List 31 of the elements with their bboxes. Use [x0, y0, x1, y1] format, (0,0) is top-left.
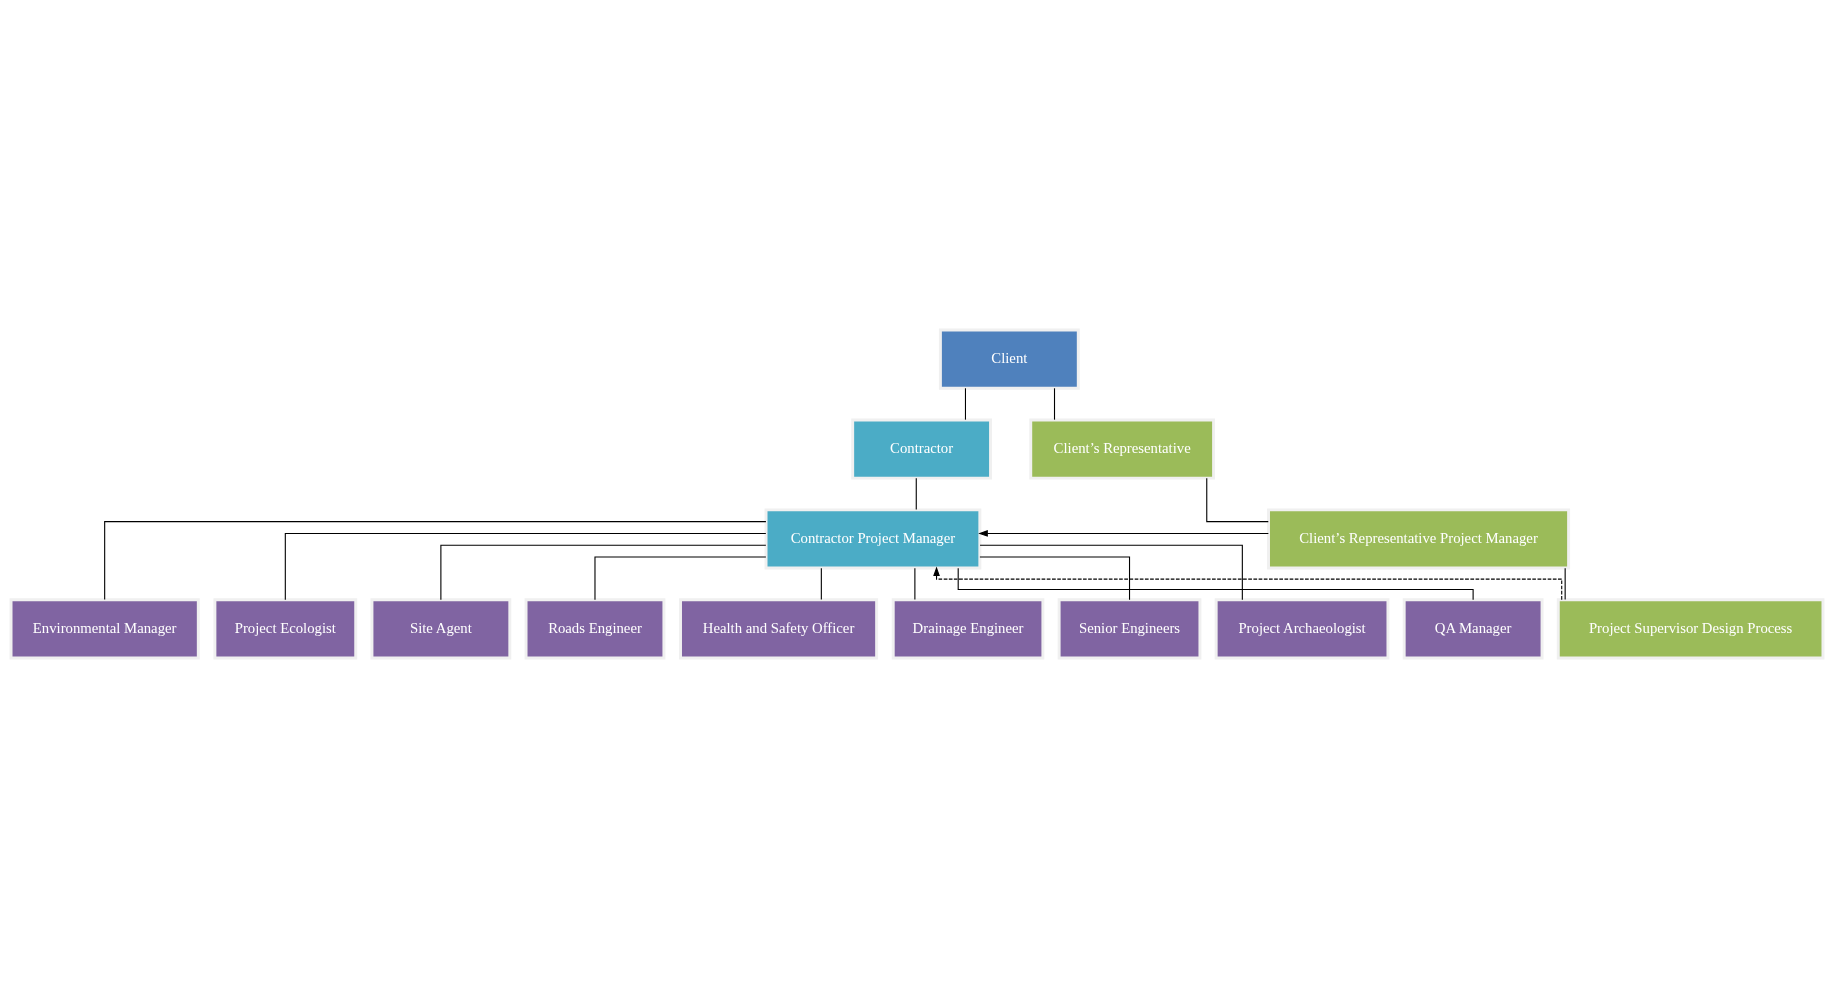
- node-box: Project Archaeologist: [1214, 597, 1390, 660]
- connector: [979, 556, 1131, 600]
- connector: [1053, 387, 1056, 420]
- node-box: Client’s Representative Project Manager: [1267, 507, 1571, 570]
- connector: [284, 532, 767, 600]
- connector: [1564, 567, 1566, 600]
- node-box: Roads Engineer: [524, 597, 666, 660]
- connector: [594, 556, 767, 600]
- connector: [104, 520, 767, 600]
- node-box: Client’s Representative: [1029, 417, 1216, 480]
- node-box: Contractor Project Manager: [764, 507, 982, 570]
- node-box: Drainage Engineer: [891, 597, 1045, 660]
- connector: [440, 544, 767, 600]
- connector: [1206, 477, 1269, 522]
- node-box: Health and Safety Officer: [679, 597, 879, 660]
- node-box: Contractor: [851, 417, 993, 480]
- connector: [914, 567, 916, 600]
- node-box: Project Ecologist: [213, 597, 358, 660]
- node-box: Environmental Manager: [9, 597, 200, 660]
- connector: [957, 567, 1474, 600]
- node-box: Project Supervisor Design Process: [1556, 597, 1825, 660]
- node-box: Client: [938, 327, 1080, 390]
- arrow: [978, 529, 1269, 537]
- arrow: [933, 566, 1563, 600]
- node-box: QA Manager: [1402, 597, 1544, 660]
- connector: [979, 544, 1243, 600]
- connector: [964, 387, 967, 420]
- connector: [915, 477, 917, 510]
- connector: [820, 567, 822, 600]
- node-box: Senior Engineers: [1057, 597, 1202, 660]
- node-box: Site Agent: [370, 597, 512, 660]
